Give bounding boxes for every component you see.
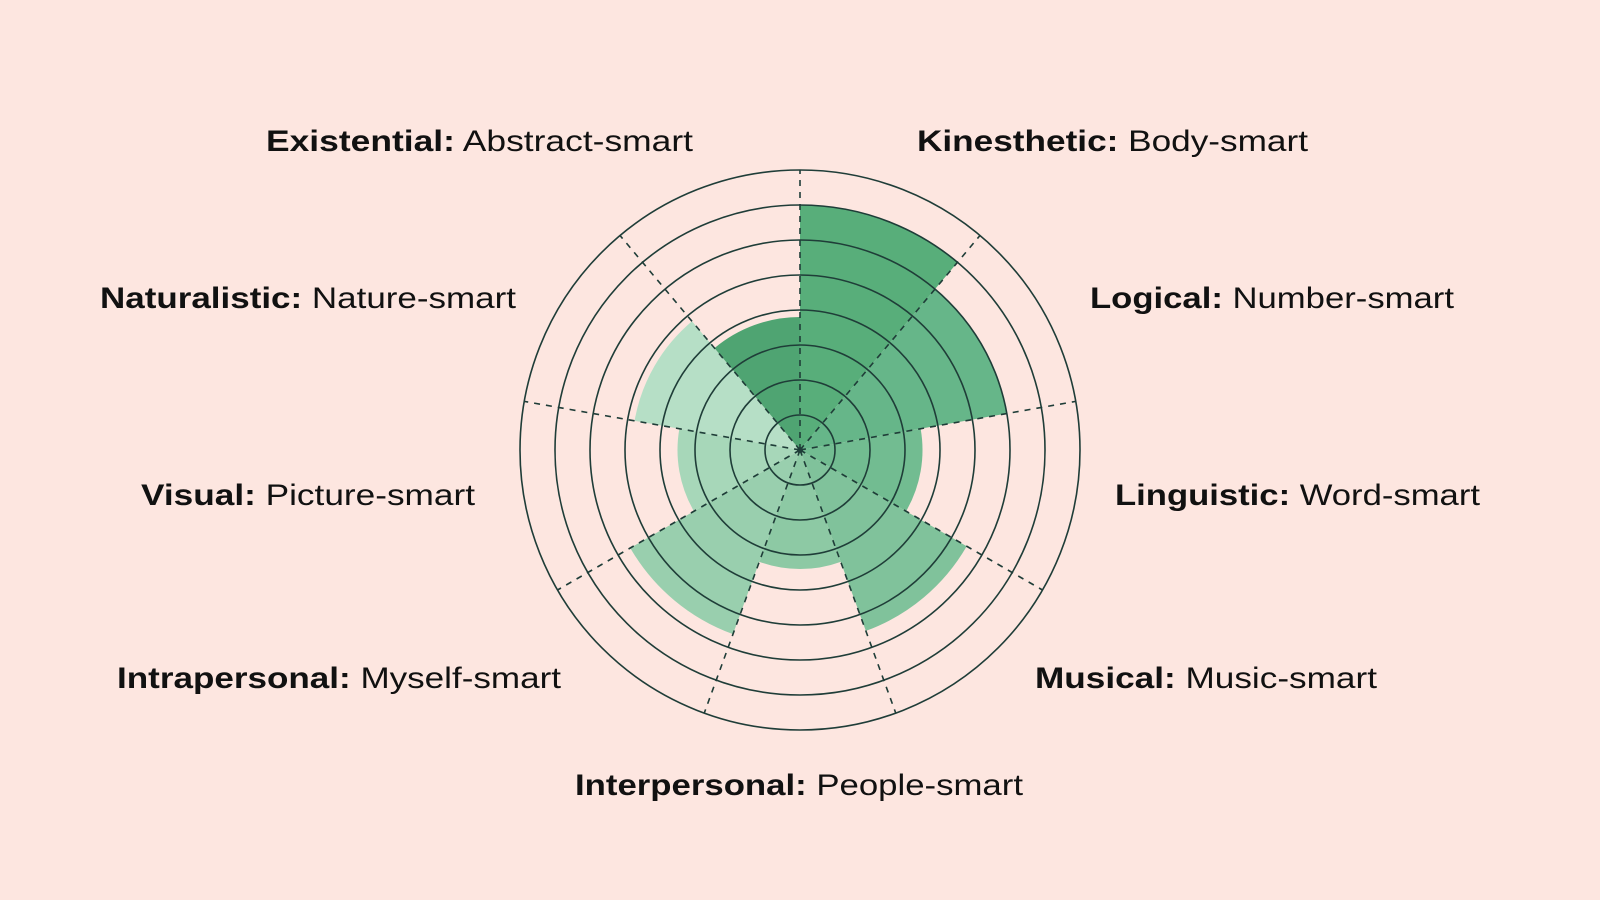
label-description: Abstract-smart	[455, 125, 694, 158]
grid-spoke	[799, 400, 1076, 451]
wedge-kinesthetic	[800, 205, 958, 450]
wedge-interpersonal	[759, 450, 841, 570]
grid-spoke	[799, 449, 1043, 591]
label-interpersonal: Interpersonal: People-smart	[575, 769, 1024, 802]
label-category: Logical:	[1090, 282, 1223, 315]
grid-ring	[624, 274, 976, 626]
grid-spoke	[619, 234, 801, 451]
label-description: Nature-smart	[302, 282, 517, 315]
label-linguistic: Linguistic: Word-smart	[1115, 479, 1481, 512]
grid-ring	[659, 309, 941, 591]
grid-spokes	[524, 170, 1076, 714]
grid-spoke	[524, 400, 801, 451]
wedge-logical	[800, 289, 1007, 450]
label-musical: Musical: Music-smart	[1035, 662, 1378, 695]
label-category: Naturalistic:	[100, 282, 302, 315]
wedge-musical	[800, 450, 967, 631]
grid-rings	[519, 169, 1081, 731]
wedge-visual	[677, 428, 800, 512]
label-description: Myself-smart	[351, 662, 562, 695]
wedge-existential	[714, 317, 800, 450]
grid-ring	[729, 379, 871, 521]
label-description: Word-smart	[1290, 479, 1481, 512]
label-description: Picture-smart	[256, 479, 476, 512]
label-visual: Visual: Picture-smart	[141, 479, 476, 512]
label-kinesthetic: Kinesthetic: Body-smart	[917, 125, 1309, 158]
label-description: People-smart	[807, 769, 1024, 802]
grid-spoke	[703, 449, 801, 714]
label-description: Music-smart	[1176, 662, 1378, 695]
label-category: Kinesthetic:	[917, 125, 1118, 158]
label-description: Body-smart	[1118, 125, 1308, 158]
label-category: Visual:	[141, 479, 256, 512]
label-naturalistic: Naturalistic: Nature-smart	[100, 282, 517, 315]
grid-ring	[694, 344, 906, 556]
grid-ring	[764, 414, 836, 486]
label-description: Number-smart	[1223, 282, 1455, 315]
label-category: Interpersonal:	[575, 769, 807, 802]
grid-spoke	[799, 449, 897, 714]
label-category: Linguistic:	[1115, 479, 1290, 512]
wedge-intrapersonal	[630, 450, 800, 635]
label-category: Existential:	[266, 125, 455, 158]
label-category: Musical:	[1035, 662, 1176, 695]
label-existential: Existential: Abstract-smart	[266, 125, 694, 158]
label-intrapersonal: Intrapersonal: Myself-smart	[117, 662, 562, 695]
center-dot	[797, 447, 803, 453]
label-logical: Logical: Number-smart	[1090, 282, 1455, 315]
grid-spoke	[557, 449, 801, 591]
label-category: Intrapersonal:	[117, 662, 351, 695]
grid-spoke	[799, 234, 981, 451]
wedge-linguistic	[800, 428, 923, 512]
